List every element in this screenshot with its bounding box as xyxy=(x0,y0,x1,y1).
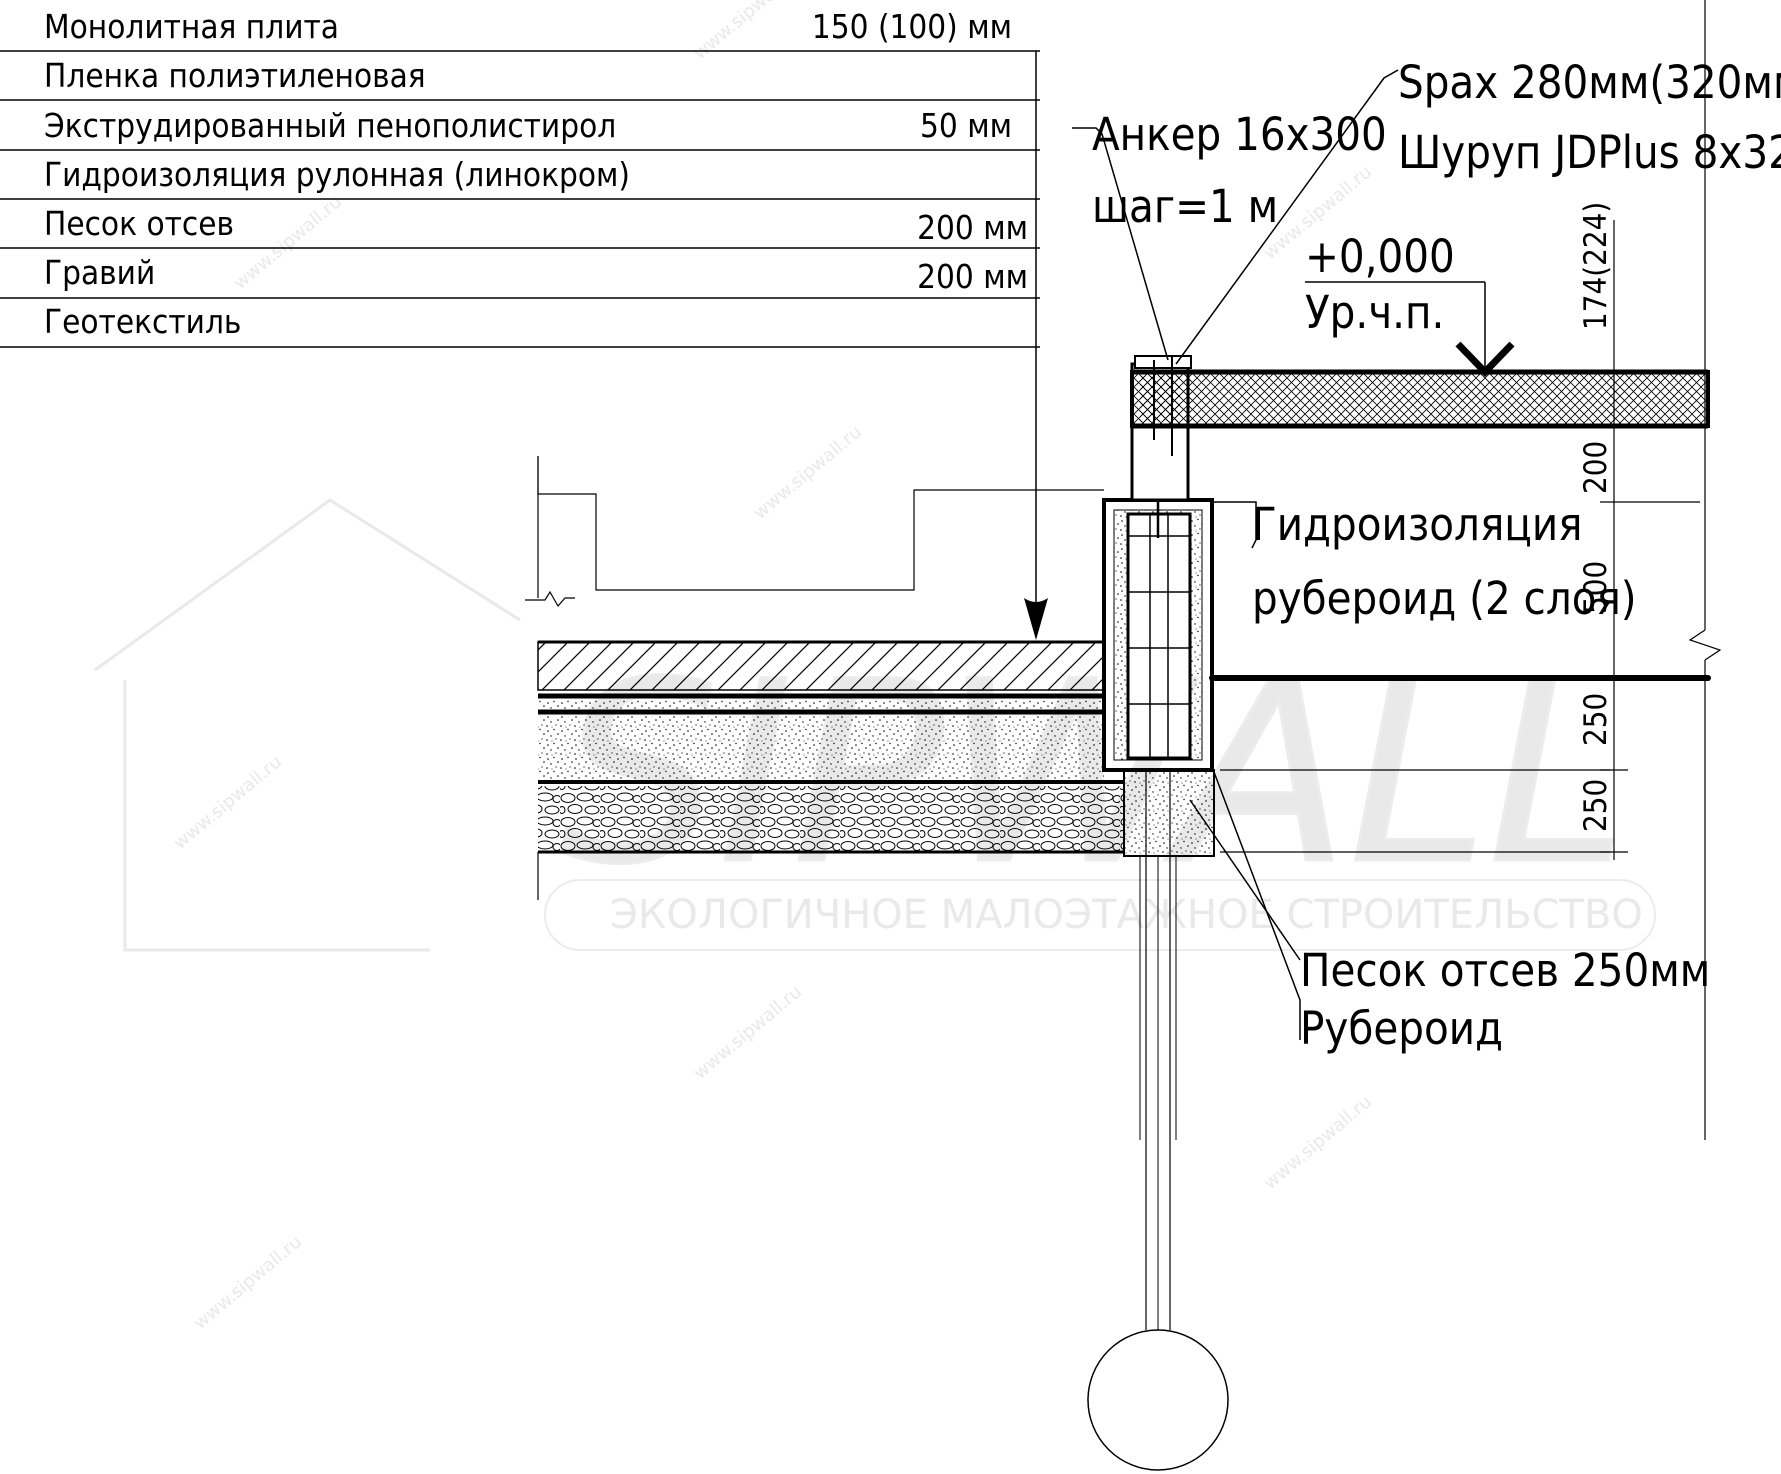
svg-text:www.sipwall.ru: www.sipwall.ru xyxy=(190,1231,306,1333)
sand-cushion xyxy=(1123,769,1215,857)
callouts: Spax 280мм(320мм) Шуруп JDPlus 8x320 Анк… xyxy=(1072,56,1781,1055)
level-label: Ур.ч.п. xyxy=(1305,286,1444,339)
anchor-step-label: шаг=1 м xyxy=(1092,180,1278,233)
sand-layer xyxy=(538,716,1104,782)
spax-label: Spax 280мм(320мм) xyxy=(1398,56,1781,109)
anchor-nut-plate xyxy=(1134,355,1192,369)
dim-beam: 500 xyxy=(1578,561,1614,614)
legend-row-3-name: Экструдированный пенополистирол xyxy=(44,106,616,145)
legend-row-6-value: 200 мм xyxy=(917,257,1028,296)
dim-panel: 174(224) xyxy=(1578,202,1614,330)
legend-row-2-name: Пленка полиэтиленовая xyxy=(44,56,426,95)
svg-text:www.sipwall.ru: www.sipwall.ru xyxy=(230,191,346,293)
level-value: +0,000 xyxy=(1305,230,1455,283)
pile-blade xyxy=(1087,1329,1229,1471)
break-mark xyxy=(525,590,575,608)
legend-row-4-name: Гидроизоляция рулонная (линокром) xyxy=(44,155,630,194)
legend-row-5-value: 200 мм xyxy=(917,208,1028,247)
sand-leader xyxy=(1189,799,1301,961)
foundation-beam xyxy=(1087,356,1229,1471)
level-mark-arrow xyxy=(1455,341,1515,378)
legend-row-1-value: 150 (100) мм xyxy=(812,7,1012,46)
rebar-cage xyxy=(1126,512,1192,760)
legend-row-1-name: Монолитная плита xyxy=(44,7,339,46)
legend-row-6-name: Гравий xyxy=(44,253,155,292)
interior-wall-outline xyxy=(537,456,1104,591)
sand-label: Песок отсев 250мм xyxy=(1300,944,1710,997)
watermark-house-outline xyxy=(94,498,521,672)
anchor-label: Анкер 16x300 xyxy=(1092,108,1387,161)
waterproof-leader xyxy=(1212,501,1257,549)
svg-text:www.sipwall.ru: www.sipwall.ru xyxy=(750,421,866,523)
dim-cushion: 250 xyxy=(1578,779,1614,832)
spax-leader xyxy=(1175,69,1399,365)
floor-layers xyxy=(525,456,1124,900)
gravel-layer xyxy=(538,786,1124,852)
watermark-tagline-frame xyxy=(544,879,1656,951)
layer-legend: Монолитная плита 150 (100) мм Пленка пол… xyxy=(0,7,1048,640)
watermark-house-wall xyxy=(123,680,430,952)
ruberoid-label: Рубероид xyxy=(1300,1002,1503,1055)
waterproof-label: Гидроизоляция xyxy=(1252,498,1583,551)
svg-text:www.sipwall.ru: www.sipwall.ru xyxy=(1260,1091,1376,1193)
dimension-chain: 174(224) 200 500 250 250 xyxy=(1220,202,1700,860)
legend-row-5-name: Песок отсев xyxy=(44,204,234,243)
xps-insulation xyxy=(537,641,1105,691)
jdplus-label: Шуруп JDPlus 8x320 xyxy=(1398,126,1781,179)
svg-text:www.sipwall.ru: www.sipwall.ru xyxy=(690,0,806,64)
legend-leader-arrow xyxy=(1024,598,1048,640)
dim-sill: 200 xyxy=(1578,441,1614,494)
ruberoid-leader xyxy=(1213,771,1301,1040)
svg-text:www.sipwall.ru: www.sipwall.ru xyxy=(690,981,806,1083)
dim-lower-beam: 250 xyxy=(1578,693,1614,746)
svg-text:www.sipwall.ru: www.sipwall.ru xyxy=(170,751,286,853)
anchor-leader xyxy=(1072,127,1169,361)
sip-panel xyxy=(1130,370,1710,428)
waterproof-detail-label: рубероид (2 слоя) xyxy=(1252,572,1637,625)
watermark-tagline: ЭКОЛОГИЧНОЕ МАЛОЭТАЖНОЕ СТРОИТЕЛЬСТВО xyxy=(610,892,1643,938)
legend-row-7-name: Геотекстиль xyxy=(44,302,241,341)
legend-row-3-value: 50 мм xyxy=(920,106,1012,145)
